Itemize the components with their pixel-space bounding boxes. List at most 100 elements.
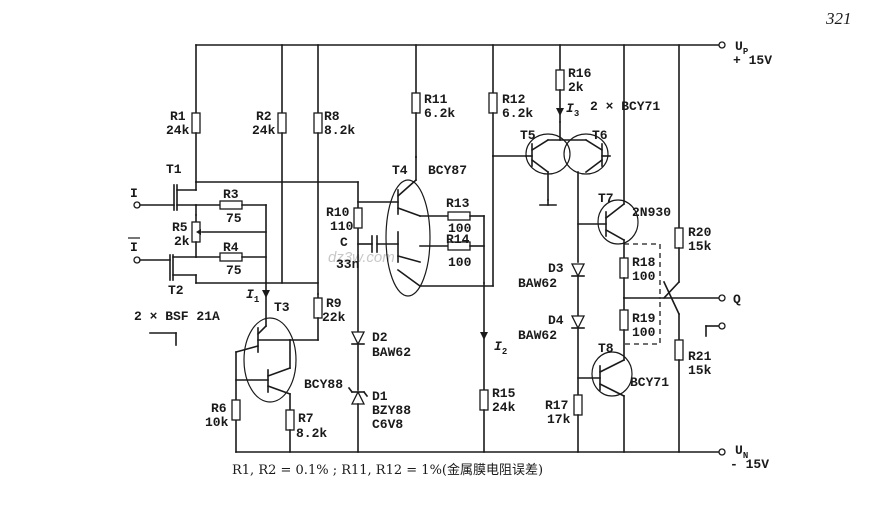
r16-label: R16 [568,66,592,81]
diode-d2 [350,181,366,391]
d4-type: BAW62 [518,328,557,343]
resistor-r6 [231,399,241,421]
resistor-r11 [411,44,421,158]
r19-label: R19 [632,311,656,326]
t2-label: T2 [168,283,184,298]
resistor-r15 [479,282,489,453]
c-value: 33n [336,257,360,272]
r13-value: 100 [448,221,472,236]
r10-label: R10 [326,205,350,220]
transistor-t6 [547,121,611,263]
r14-label: R14 [446,232,470,247]
r1-value: 24k [166,123,190,138]
t3-type: BCY88 [304,377,343,392]
rail-up [195,41,726,49]
input-i-bar-label: I [130,240,138,255]
r8-value: 8.2k [324,123,355,138]
t6-label: T6 [592,128,608,143]
resistor-r21 [674,339,684,453]
r20-value: 15k [688,239,712,254]
d2-type: BAW62 [372,345,411,360]
footnote: R1, R2 = 0.1% ; R11, R12 = 1%(金属膜电阻误差) [232,462,543,478]
r5-label: R5 [172,220,188,235]
r18-value: 100 [632,269,656,284]
r2-value: 24k [252,123,276,138]
t56-type: 2 × BCY71 [590,99,660,114]
resistor-r3 [195,200,267,284]
r4-label: R4 [223,240,239,255]
t5-label: T5 [520,128,536,143]
transistor-t5 [525,133,571,206]
d3-label: D3 [548,261,564,276]
watermark: dz3w.com [328,249,395,266]
resistor-r14 [419,241,485,251]
resistor-r5 [191,214,267,258]
r21-value: 15k [688,363,712,378]
un-label: UN [735,443,748,461]
rail-un [235,448,726,456]
resistor-r13 [419,211,485,284]
d4-label: D4 [548,313,564,328]
resistor-r9 [313,293,323,341]
r1-label: R1 [170,109,186,124]
resistor-r16 [555,44,565,123]
page-number: 321 [825,9,852,28]
d1-type: BZY88 [372,403,411,418]
t4-label: T4 [392,163,408,178]
resistor-r20 [674,44,684,283]
ground-symbol [149,332,177,346]
r11-label: R11 [424,92,448,107]
r21-label: R21 [688,349,712,364]
resistor-r19 [619,297,629,361]
r2-label: R2 [256,109,272,124]
output-q [659,280,726,341]
t3-label: T3 [274,300,290,315]
transistor-t7 [577,44,639,259]
i3-label: I3 [566,101,579,119]
resistor-r1 [191,44,201,183]
t4-type: BCY87 [428,163,467,178]
up-value: + 15V [733,53,772,68]
resistor-r17 [573,394,583,453]
r3-label: R3 [223,187,239,202]
d3-type: BAW62 [518,276,557,291]
resistor-r10 [353,207,363,229]
r6-label: R6 [211,401,227,416]
resistor-r7 [285,409,295,453]
r11-value: 6.2k [424,106,455,121]
r9-label: R9 [326,296,342,311]
c-label: C [340,235,348,250]
r7-value: 8.2k [296,426,327,441]
resistor-r8 [313,44,323,295]
d1-extra: C6V8 [372,417,403,432]
transistor-t8 [577,351,633,453]
i1-label: I1 [246,287,260,305]
r19-value: 100 [632,325,656,340]
input-i [133,201,175,209]
link-dashed [624,243,661,345]
r9-value: 22k [322,310,346,325]
diode-d3 [570,263,586,317]
r8-label: R8 [324,109,340,124]
r17-value: 17k [547,412,571,427]
r5-value: 2k [174,234,190,249]
i2-label: I2 [494,339,507,357]
resistor-r12 [488,44,498,157]
transistor-t4 [357,155,494,297]
r16-value: 2k [568,80,584,95]
t7-type: 2N930 [632,205,671,220]
transistor-t1 [173,181,359,211]
r12-value: 6.2k [502,106,533,121]
r18-label: R18 [632,255,656,270]
r15-value: 24k [492,400,516,415]
up-label: UP [735,39,749,57]
r13-label: R13 [446,196,470,211]
t8-label: T8 [598,341,614,356]
r3-value: 75 [226,211,242,226]
r20-label: R20 [688,225,712,240]
output-q-label: Q [733,292,741,307]
input-i-label: I [130,186,138,201]
ground-marker [705,322,726,337]
un-value: - 15V [730,457,769,472]
